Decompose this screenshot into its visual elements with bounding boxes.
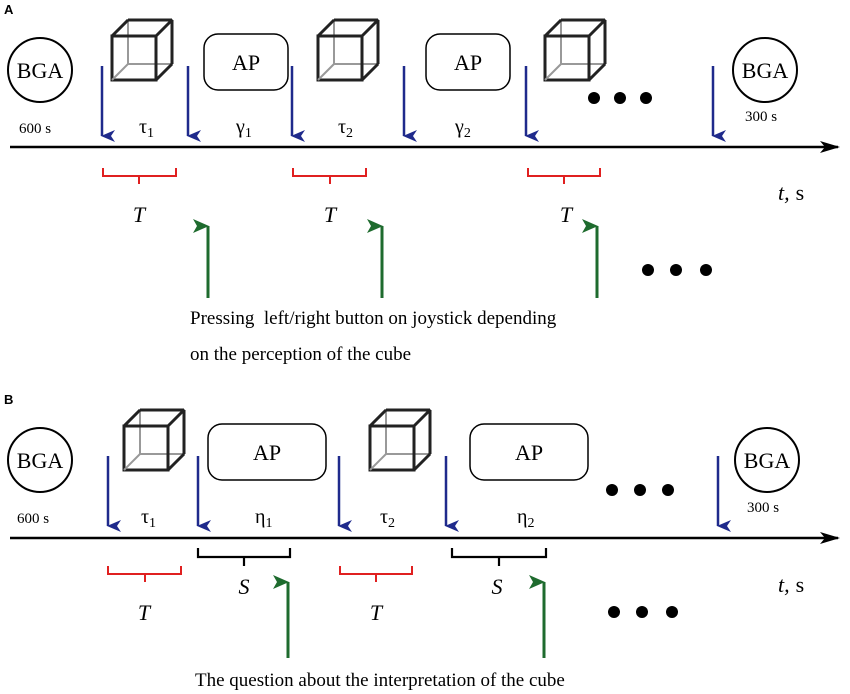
time-axis-label: t,s [778, 572, 804, 597]
panel-b-letter: B [4, 392, 13, 407]
bracket-s-label-1: S [239, 574, 250, 599]
bga-end-node: BGA [734, 427, 800, 493]
bracket-t-1 [102, 168, 177, 184]
tau-1-label: τ1 [139, 116, 154, 141]
caption-a-line-1: Pressing left/right button on joystick d… [190, 308, 557, 329]
ellipsis-icon [588, 92, 652, 104]
tau-1-label: τ1 [141, 506, 156, 531]
bracket-t-label-1: T [133, 202, 147, 227]
bga-end-node: BGA [732, 37, 798, 103]
bracket-t-label-2: T [370, 600, 384, 625]
bga-start-label: BGA [17, 448, 64, 473]
end-duration-label: 300 s [745, 109, 777, 125]
ap-label-2: AP [454, 50, 482, 75]
cube-icon [316, 18, 380, 82]
cube-icon [543, 18, 607, 82]
bracket-s-1 [196, 548, 292, 566]
ellipsis-icon [606, 484, 674, 496]
bracket-t-2 [292, 168, 367, 184]
bracket-s-label-2: S [492, 574, 503, 599]
bga-start-node: BGA [7, 427, 73, 493]
panel-a: A BGA 600 s AP AP BGA 30 [4, 2, 840, 365]
ap-label-2: AP [515, 440, 543, 465]
bracket-t-1 [107, 566, 182, 582]
gamma-1-label: γ1 [235, 116, 252, 141]
cube-icon [122, 408, 186, 472]
bracket-t-label-2: T [324, 202, 338, 227]
ap-node-1: AP [203, 33, 289, 91]
bga-end-label: BGA [742, 58, 789, 83]
ap-node-2: AP [469, 423, 589, 481]
bracket-t-label-3: T [560, 202, 574, 227]
tau-2-label: τ2 [338, 116, 353, 141]
start-duration-label: 600 s [19, 121, 51, 137]
end-duration-label: 300 s [747, 500, 779, 516]
bga-start-node: BGA [7, 37, 73, 103]
ap-node-1: AP [207, 423, 327, 481]
eta-2-label: η2 [517, 506, 534, 531]
tau-2-label: τ2 [380, 506, 395, 531]
caption-a-line-2: on the perception of the cube [190, 344, 411, 365]
cube-icon [110, 18, 174, 82]
ap-label-1: AP [232, 50, 260, 75]
bracket-s-2 [450, 548, 548, 566]
ap-label-1: AP [253, 440, 281, 465]
bracket-t-label-1: T [138, 600, 152, 625]
panel-b: B BGA 600 s AP AP BGA 300 s [4, 392, 840, 691]
start-duration-label: 600 s [17, 511, 49, 527]
caption-b-line-1: The question about the interpretation of… [195, 670, 565, 691]
eta-1-label: η1 [255, 506, 272, 531]
bracket-t-2 [339, 566, 413, 582]
ellipsis-icon [642, 264, 712, 276]
ellipsis-icon [608, 606, 678, 618]
panel-a-letter: A [4, 2, 14, 17]
bga-end-label: BGA [744, 448, 791, 473]
time-axis-label: t,s [778, 180, 804, 205]
cube-icon [368, 408, 432, 472]
bracket-t-3 [527, 168, 601, 184]
bga-start-label: BGA [17, 58, 64, 83]
gamma-2-label: γ2 [454, 116, 471, 141]
ap-node-2: AP [425, 33, 511, 91]
